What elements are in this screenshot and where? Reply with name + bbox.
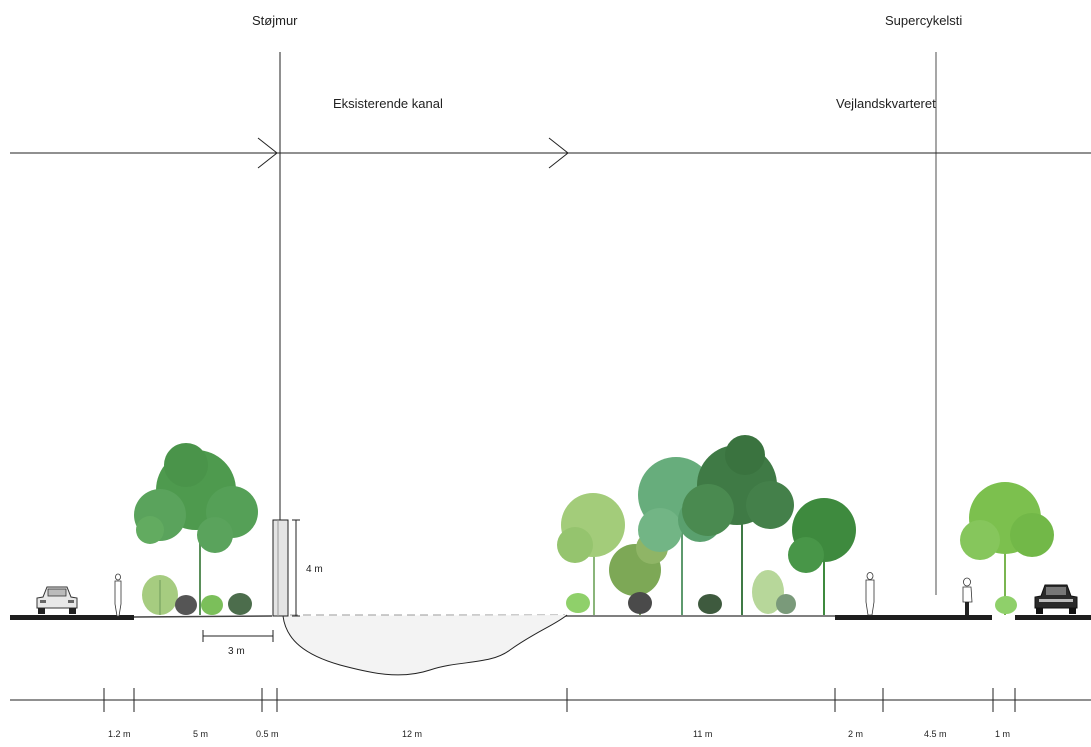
ground-left <box>133 615 273 618</box>
car-icon <box>1034 584 1078 614</box>
tree-icon <box>682 435 794 615</box>
shrub-icon <box>566 593 590 613</box>
tree-icon <box>788 498 856 615</box>
dimension-label-8: 1 m <box>995 729 1010 739</box>
tree-icon <box>960 482 1054 615</box>
shrub-icon <box>776 594 796 614</box>
shrub-icon <box>228 593 252 615</box>
dimension-ticks <box>103 688 1016 712</box>
cyclist-icon <box>962 577 973 615</box>
cycle-path-surface <box>835 615 992 620</box>
wall-height-label: 4 m <box>306 564 323 575</box>
noise-wall-icon <box>272 519 289 617</box>
offset-label: 3 m <box>228 646 245 657</box>
road-right <box>1015 615 1091 620</box>
flow-arrow-1-icon <box>257 137 278 169</box>
shrub-icon <box>995 596 1017 614</box>
pedestrian-icon <box>114 573 122 617</box>
dimension-label-6: 2 m <box>848 729 863 739</box>
label-supercykelsti: Supercykelsti <box>885 13 962 28</box>
canal-profile <box>282 614 568 676</box>
pedestrian-icon <box>865 572 875 616</box>
shrub-icon <box>201 595 223 615</box>
label-eksisterende-kanal: Eksisterende kanal <box>333 96 443 111</box>
label-vejlandskvarteret: Vejlandskvarteret <box>836 96 936 111</box>
tree-icon <box>134 443 258 615</box>
dimension-label-7: 4.5 m <box>924 729 947 739</box>
flow-arrow-2-icon <box>548 137 569 169</box>
dimension-label-1: 1.2 m <box>108 729 131 739</box>
shrub-icon <box>698 594 722 614</box>
shrub-icon <box>142 575 178 615</box>
dimension-label-3: 0.5 m <box>256 729 279 739</box>
wall-height-dimension <box>292 519 300 617</box>
shrub-icon <box>175 595 197 615</box>
tree-icon <box>557 493 625 615</box>
dimension-label-5: 11 m <box>693 729 712 739</box>
dimension-label-2: 5 m <box>193 729 208 739</box>
offset-dimension <box>202 630 274 642</box>
dimension-label-4: 12 m <box>402 729 422 739</box>
shrub-icon <box>628 592 652 614</box>
shrub-icon <box>752 570 784 614</box>
label-stojmur: Støjmur <box>252 13 298 28</box>
road-left <box>10 615 134 620</box>
car-icon <box>36 586 78 614</box>
